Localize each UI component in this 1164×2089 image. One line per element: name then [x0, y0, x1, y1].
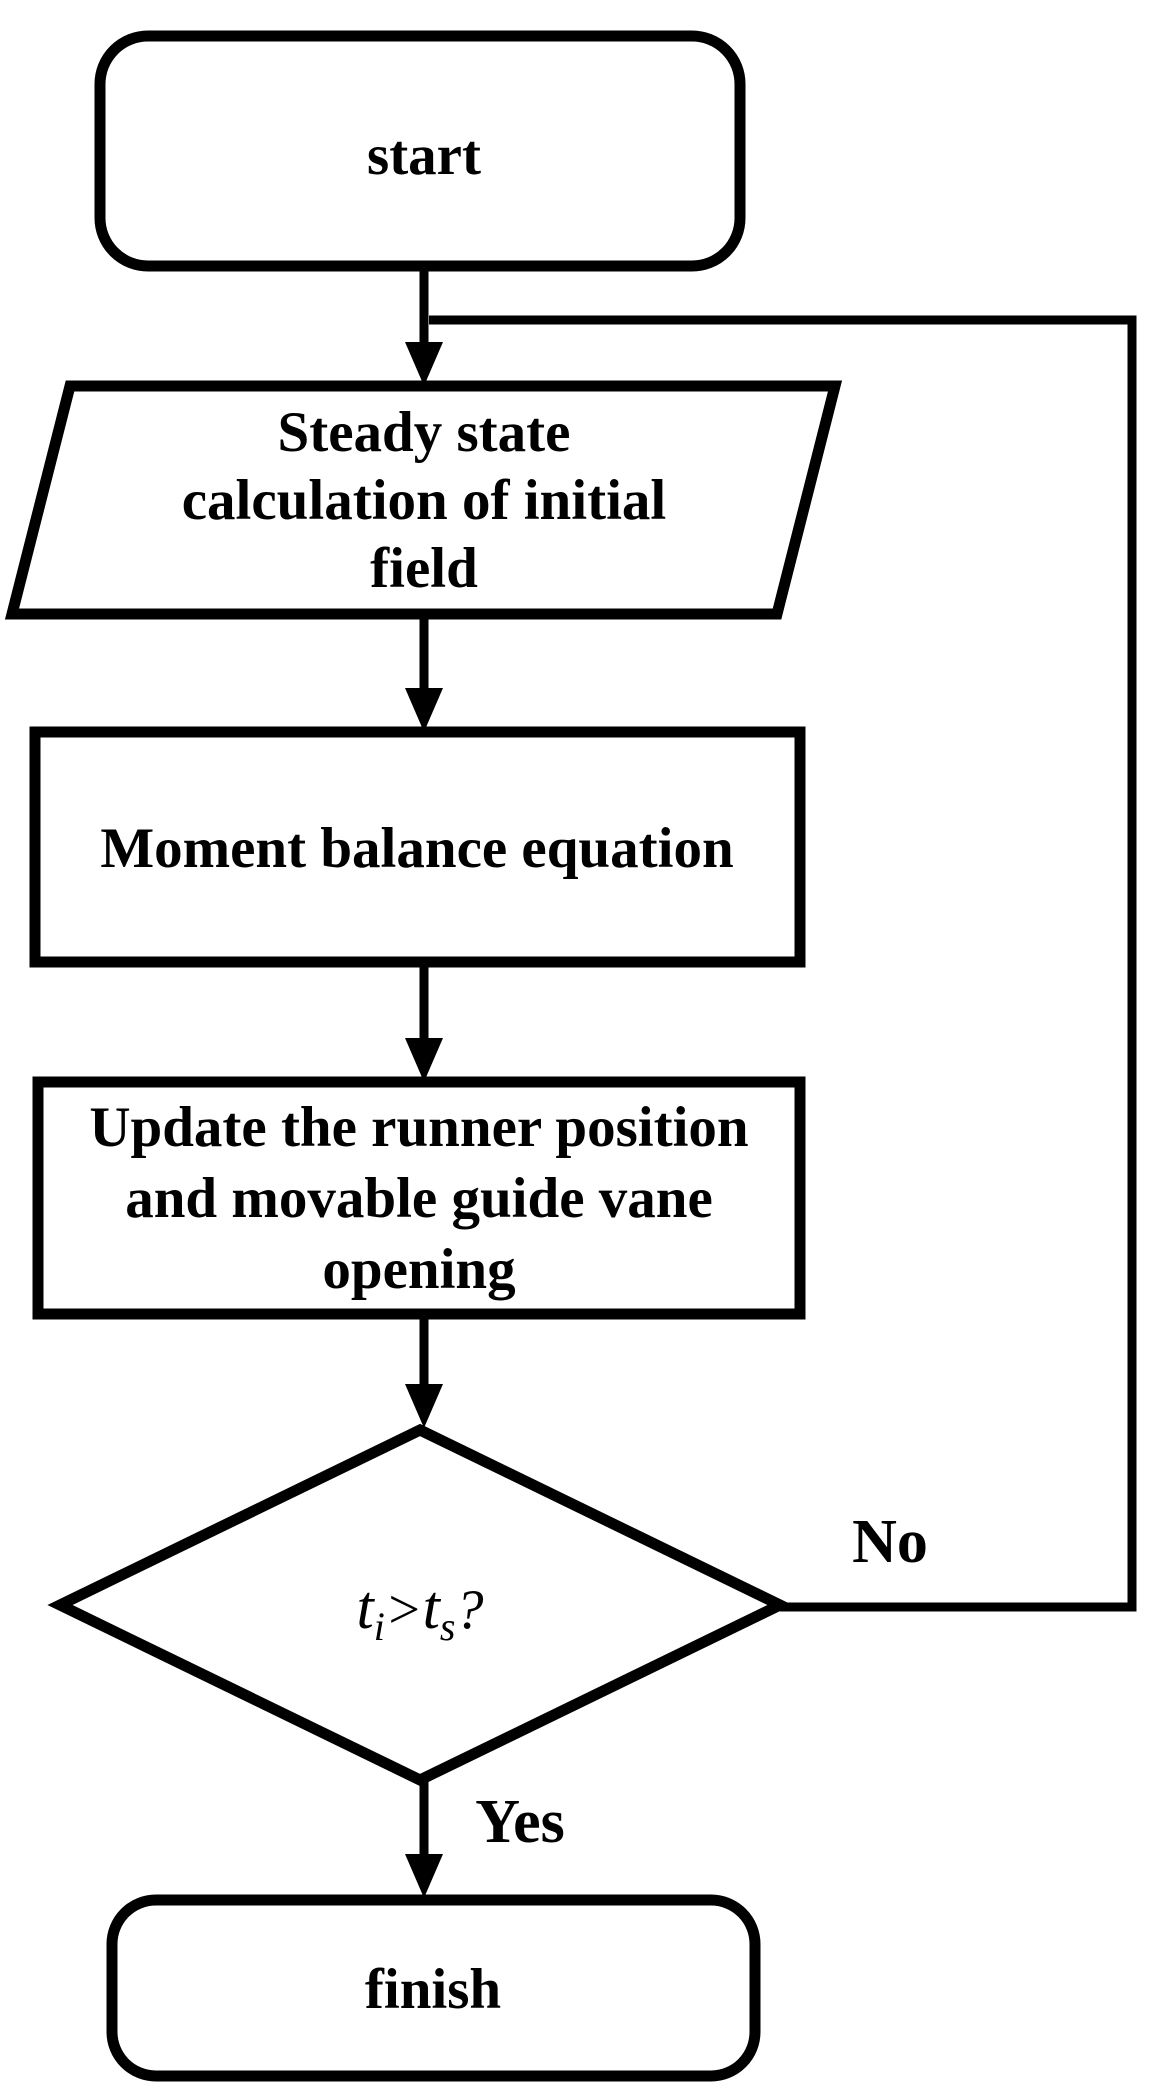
- node-update-line-2: and movable guide vane: [125, 1167, 713, 1230]
- decision-sub-s: s: [440, 1604, 456, 1649]
- node-finish-label: finish: [365, 1958, 501, 2021]
- arrowhead-into-finish: [405, 1854, 443, 1898]
- node-decision: [47, 1423, 793, 1787]
- edge-yes-label: Yes: [475, 1788, 565, 1856]
- arrowhead-into-steady: [405, 342, 443, 386]
- arrowhead-into-moment: [405, 688, 443, 732]
- node-steady-line-1: Steady state: [278, 401, 571, 464]
- arrowhead-into-update: [405, 1038, 443, 1082]
- decision-t2: t: [423, 1574, 442, 1642]
- node-update-line-3: opening: [322, 1238, 515, 1301]
- decision-question-mark: ?: [455, 1579, 483, 1641]
- node-steady-state: [4, 380, 843, 620]
- node-steady-line-3: field: [370, 537, 478, 600]
- edge-no-loopback-line: [429, 315, 1137, 1612]
- decision-t1: t: [357, 1574, 376, 1642]
- decision-gt: >: [385, 1579, 423, 1641]
- node-start-label: start: [367, 124, 481, 187]
- node-start: [94, 30, 746, 272]
- decision-sub-i: i: [374, 1604, 385, 1649]
- arrowhead-into-decision: [405, 1384, 443, 1428]
- node-update-runner: [32, 1076, 806, 1320]
- edge-no-label: No: [852, 1508, 928, 1576]
- node-decision-label: ti>ts?: [357, 1574, 484, 1649]
- node-steady-line-2: calculation of initial: [182, 469, 667, 532]
- node-finish: [106, 1894, 761, 2082]
- node-update-line-1: Update the runner position: [89, 1096, 748, 1159]
- node-moment-label: Moment balance equation: [100, 817, 733, 880]
- node-moment-balance: [29, 726, 806, 968]
